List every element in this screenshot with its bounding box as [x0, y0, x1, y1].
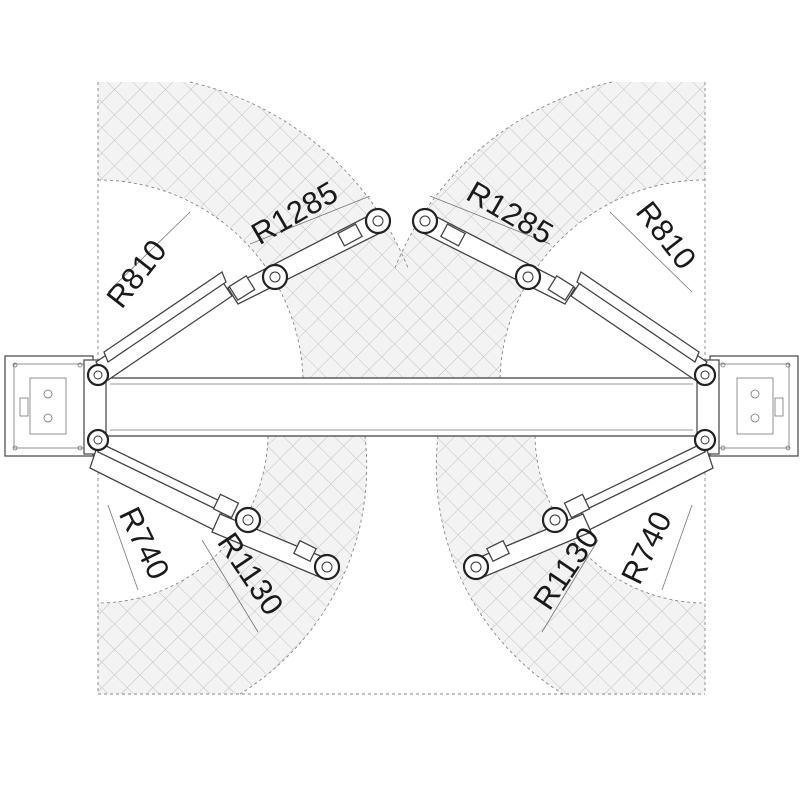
swing-zone-bottom-left — [98, 436, 367, 694]
left-post-base — [4, 355, 94, 457]
dim-bottom-right-inner: R740 — [614, 506, 679, 590]
lift-pad-bottom-right-end — [462, 553, 490, 581]
crossbeam — [97, 377, 706, 437]
lift-pad-top-right-mid — [514, 263, 542, 291]
lift-pad-bottom-right-mid — [541, 506, 569, 534]
leader-bottom-right-inner — [661, 504, 693, 591]
swing-zone-top-center — [303, 268, 500, 378]
dimension-leaders — [107, 195, 693, 633]
left-post — [4, 355, 107, 457]
leader-top-right-outer — [429, 195, 551, 245]
leader-top-left-outer — [249, 195, 371, 245]
dim-top-right-inner: R810 — [629, 195, 703, 277]
lift-pad-top-left-end — [364, 207, 392, 235]
leader-top-right-inner — [609, 211, 693, 293]
right-post-base — [709, 355, 799, 457]
lift-pad-bottom-left-mid — [234, 506, 262, 534]
swing-zones — [98, 82, 705, 694]
lift-pad-bottom-left-end — [313, 553, 341, 581]
leader-top-left-inner — [107, 211, 191, 293]
lift-pad-top-right-end — [411, 207, 439, 235]
leader-bottom-left-outer — [201, 539, 259, 633]
pivot-joints — [86, 363, 717, 452]
swing-zone-bottom-right — [436, 436, 705, 694]
swing-zone-top-left — [98, 82, 408, 378]
dim-top-left-inner: R810 — [100, 233, 174, 315]
leader-bottom-left-inner — [107, 504, 139, 591]
lift-pad-top-left-mid — [261, 263, 289, 291]
lift-pads — [234, 207, 569, 581]
leader-bottom-right-outer — [541, 539, 599, 633]
swing-zone-top-right — [395, 82, 705, 378]
